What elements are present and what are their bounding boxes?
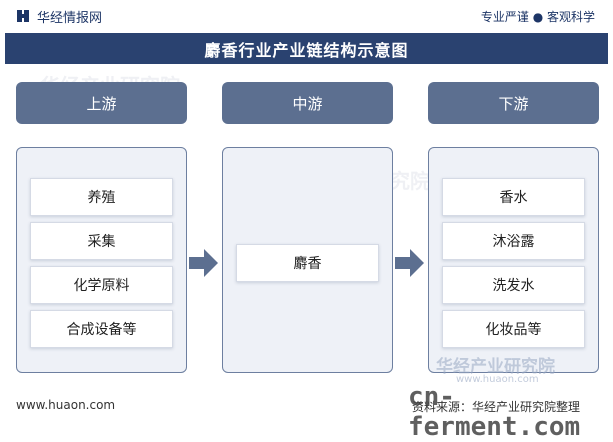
watermark-url: www.huaon.com — [456, 374, 539, 385]
cn-ferment-watermark: cn-ferment.com — [408, 382, 581, 442]
upstream-item: 合成设备等 — [30, 310, 173, 348]
panel-downstream: 香水 沐浴露 洗发水 化妆品等 — [428, 147, 599, 373]
panel-upstream: 养殖 采集 化学原料 合成设备等 — [16, 147, 187, 373]
huaon-logo-icon — [17, 10, 29, 22]
footer-source: 资料来源：华经产业研究院整理 — [412, 400, 581, 414]
upstream-item: 化学原料 — [30, 266, 173, 304]
arrow-right-icon — [395, 249, 424, 277]
arrow-right-icon — [189, 249, 218, 277]
brand-name: 华经情报网 — [37, 10, 103, 26]
stage-head-midstream: 中游 — [222, 82, 393, 124]
downstream-item: 香水 — [442, 178, 585, 216]
stage-head-upstream: 上游 — [16, 82, 187, 124]
upstream-item: 养殖 — [30, 178, 173, 216]
upstream-item: 采集 — [30, 222, 173, 260]
footer-website[interactable]: www.huaon.com — [16, 398, 116, 412]
panel-midstream: 麝香 — [222, 147, 393, 373]
slogan: 专业严谨 ● 客观科学 — [480, 9, 595, 24]
header: 华经情报网 专业严谨 ● 客观科学 — [0, 0, 613, 32]
downstream-item: 洗发水 — [442, 266, 585, 304]
downstream-item: 化妆品等 — [442, 310, 585, 348]
page-title: 麝香行业产业链结构示意图 — [5, 33, 608, 64]
stage-head-downstream: 下游 — [428, 82, 599, 124]
brand[interactable]: 华经情报网 — [16, 7, 102, 26]
midstream-item: 麝香 — [236, 244, 379, 282]
downstream-item: 沐浴露 — [442, 222, 585, 260]
watermark-stamp: 华经产业研究院 — [436, 357, 555, 377]
